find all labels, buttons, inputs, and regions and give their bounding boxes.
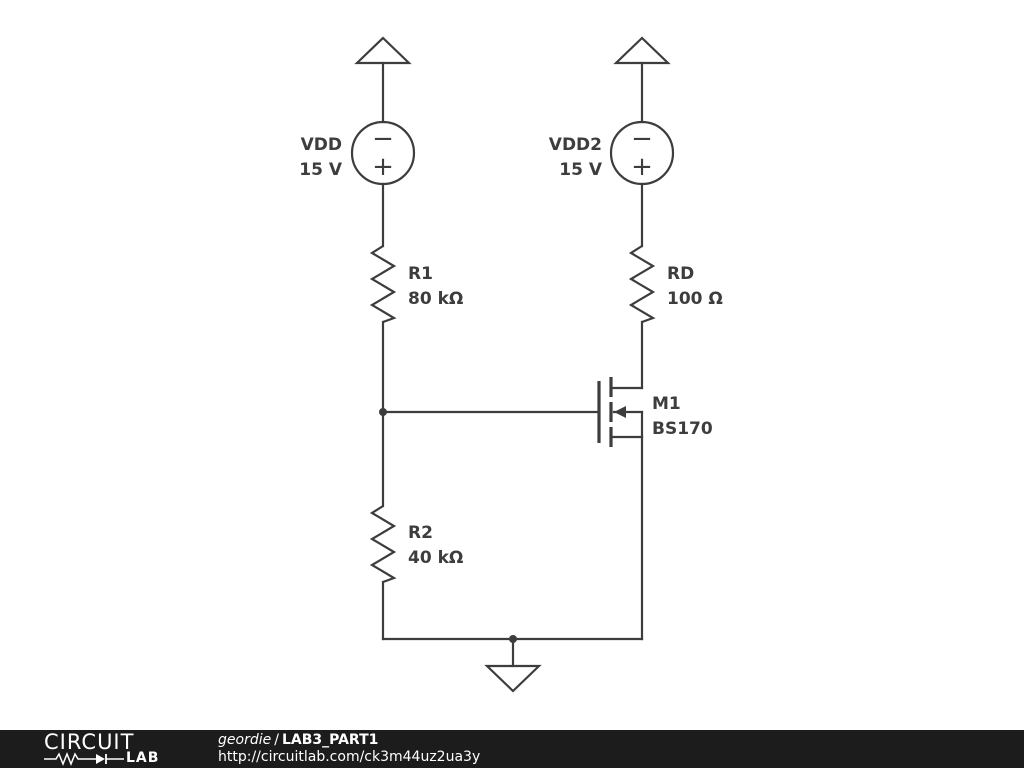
vdd2-name-label: VDD2	[549, 135, 602, 155]
rd-name-label: RD	[667, 264, 694, 284]
vdd-power-terminal	[354, 36, 412, 65]
vdd-value-label: 15 V	[299, 160, 343, 180]
r2-value-label: 40 kΩ	[408, 548, 463, 568]
vdd2-value-label: 15 V	[559, 160, 603, 180]
r1-value-label: 80 kΩ	[408, 289, 463, 309]
vdd2-minus-sign: −	[631, 124, 653, 154]
schematic-diagram: − + VDD 15 V R1 80 kΩ R2 40 kΩ − + VDD2 …	[299, 36, 723, 693]
vdd-name-label: VDD	[301, 135, 342, 155]
r2-name-label: R2	[408, 523, 433, 543]
circuit-credit: geordie/LAB3_PART1 http://circuitlab.com…	[218, 732, 480, 766]
circuitlab-logo[interactable]: CIRCUIT LAB	[44, 731, 184, 767]
logo-resistor-diode-icon	[44, 752, 124, 766]
circuit-url[interactable]: http://circuitlab.com/ck3m44uz2ua3y	[218, 749, 481, 765]
footer-bar: CIRCUIT LAB geordie/LAB3_PART1 http://ci…	[0, 730, 1024, 768]
r1-name-label: R1	[408, 264, 433, 284]
logo-text-circuit: CIRCUIT	[44, 730, 135, 754]
m1-mosfet	[597, 377, 644, 447]
credit-separator: /	[274, 732, 279, 748]
r1-resistor	[369, 245, 397, 324]
m1-value-label: BS170	[652, 419, 713, 439]
circuit-title[interactable]: LAB3_PART1	[281, 732, 379, 748]
vdd2-power-terminal	[613, 36, 671, 65]
m1-body-arrow	[614, 406, 626, 418]
author-name[interactable]: geordie	[218, 732, 272, 748]
logo-text-lab: LAB	[126, 750, 160, 766]
vdd-minus-sign: −	[372, 124, 394, 154]
schematic-canvas: − + VDD 15 V R1 80 kΩ R2 40 kΩ − + VDD2 …	[299, 36, 723, 693]
vdd-source: − +	[350, 120, 416, 186]
rd-value-label: 100 Ω	[667, 289, 723, 309]
vdd2-source: − +	[609, 120, 675, 186]
vdd-plus-sign: +	[372, 152, 394, 182]
m1-name-label: M1	[652, 394, 681, 414]
credit-line: geordie/LAB3_PART1	[218, 732, 480, 749]
r2-resistor	[369, 505, 397, 584]
rd-resistor	[628, 245, 656, 324]
vdd2-plus-sign: +	[631, 152, 653, 182]
ground-symbol	[484, 664, 542, 693]
